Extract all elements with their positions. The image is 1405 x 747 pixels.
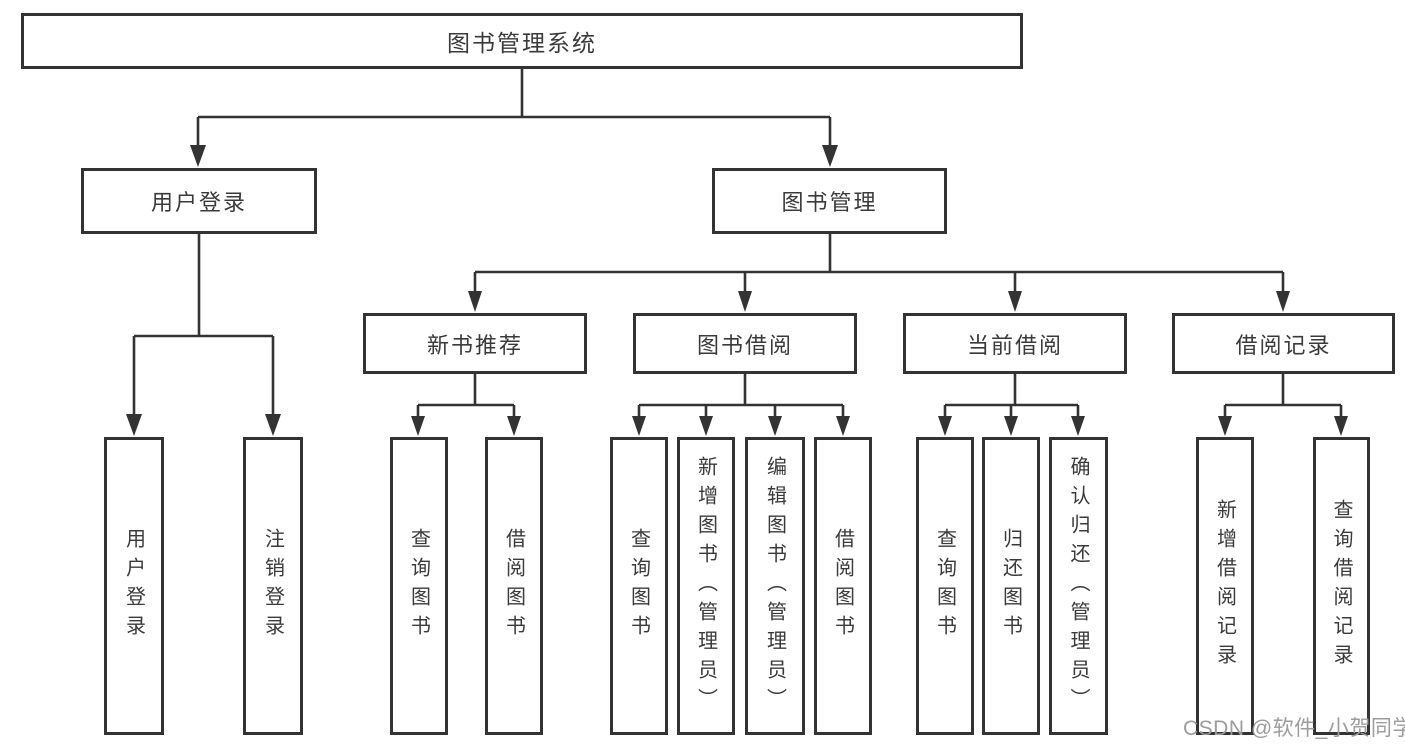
node-book-borrow: 图书借阅 bbox=[633, 313, 857, 374]
node-current-borrow: 当前借阅 bbox=[903, 313, 1127, 374]
node-leaf-query-books-2: 查询图书 bbox=[610, 437, 668, 735]
node-leaf-edit-book-admin: 编辑图书（管理员） bbox=[745, 437, 805, 735]
node-leaf-borrow-books-1: 借阅图书 bbox=[485, 437, 543, 735]
csdn-watermark: CSDN @软件_小贺同学 bbox=[1183, 717, 1405, 740]
node-user-login: 用户登录 bbox=[81, 168, 317, 234]
node-borrow-record: 借阅记录 bbox=[1172, 313, 1395, 374]
node-leaf-query-books-3: 查询图书 bbox=[916, 437, 974, 735]
node-new-book-recommend: 新书推荐 bbox=[363, 313, 587, 374]
node-book-management: 图书管理 bbox=[712, 168, 947, 234]
node-leaf-user-login: 用户登录 bbox=[104, 437, 164, 735]
node-leaf-query-books-1: 查询图书 bbox=[390, 437, 448, 735]
node-leaf-confirm-return-admin: 确认归还（管理员） bbox=[1049, 437, 1108, 735]
node-leaf-borrow-books-2: 借阅图书 bbox=[814, 437, 872, 735]
node-leaf-return-book: 归还图书 bbox=[982, 437, 1040, 735]
node-leaf-add-book-admin: 新增图书（管理员） bbox=[677, 437, 735, 735]
node-leaf-query-borrow-record: 查询借阅记录 bbox=[1313, 437, 1370, 735]
node-leaf-logout: 注销登录 bbox=[243, 437, 303, 735]
node-root: 图书管理系统 bbox=[21, 13, 1023, 69]
node-leaf-add-borrow-record: 新增借阅记录 bbox=[1196, 437, 1254, 735]
